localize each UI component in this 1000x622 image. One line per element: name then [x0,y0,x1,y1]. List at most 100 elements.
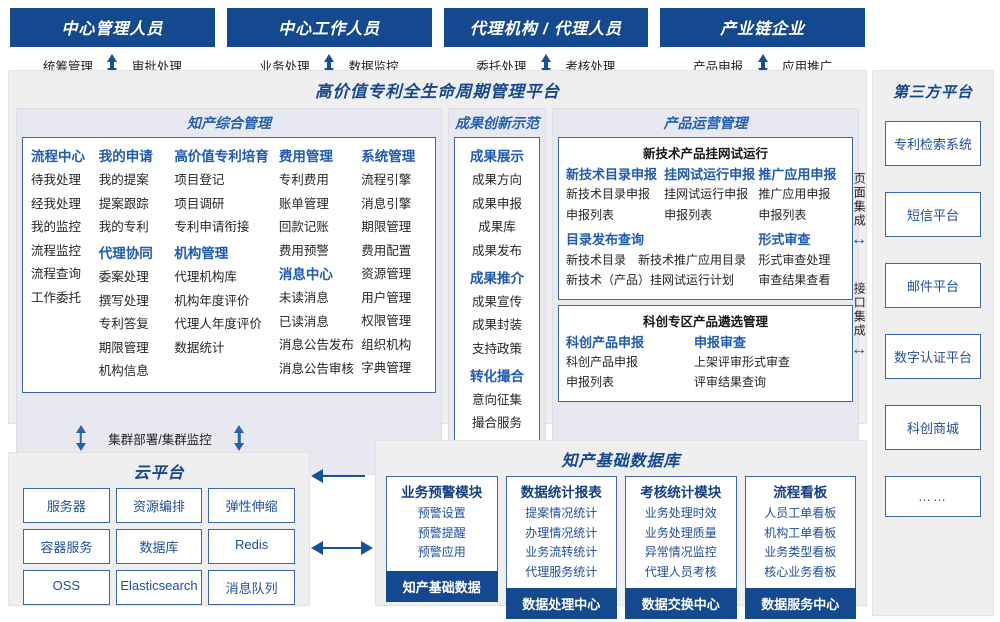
menu-item[interactable]: 提案情况统计 [525,506,598,520]
menu-item[interactable]: 经我处理 [31,196,82,211]
menu-item[interactable]: 机构信息 [98,364,149,378]
menu-item[interactable]: 资源管理 [361,267,412,281]
menu-item[interactable]: 组织机构 [361,337,412,352]
menu-item[interactable]: 预警设置 [417,506,466,520]
kdb-footer-base-data[interactable]: 知产基础数据 [386,571,498,602]
menu-item[interactable]: 业务处理质量 [644,525,717,540]
menu-item[interactable]: 评审结果查询 [694,375,767,390]
menu-item[interactable]: 我的提案 [98,173,149,187]
menu-item[interactable]: 工作委托 [31,290,82,305]
kdb-footer-service-center[interactable]: 数据服务中心 [744,588,856,619]
menu-item[interactable]: 意向征集 [471,392,522,407]
cloud-cell-orchestration[interactable]: 资源编排 [115,488,203,523]
cloud-cell-autoscaling[interactable]: 弹性伸缩 [208,488,295,523]
menu-item[interactable]: 代理服务统计 [525,564,598,579]
menu-item[interactable]: 成果发布 [471,243,522,258]
menu-item[interactable]: 我的监控 [31,220,82,234]
menu-item[interactable]: 账单管理 [278,196,329,211]
menu-item[interactable]: 异常情况监控 [644,545,717,559]
menu-item[interactable]: 费用配置 [361,243,412,258]
menu-item[interactable]: 推广应用申报 [758,187,831,202]
menu-item[interactable]: 消息公告审核 [278,361,354,376]
menu-item[interactable]: 待我处理 [31,173,82,187]
menu-item[interactable]: 核心业务看板 [764,564,837,579]
menu-item[interactable]: 预警提醒 [417,525,466,540]
menu-item[interactable]: 专利申请衔接 [174,220,250,234]
third-party-item-email[interactable]: 邮件平台 [885,263,981,308]
menu-item[interactable]: 专利费用 [278,173,329,187]
menu-item[interactable]: 委案处理 [98,270,149,284]
menu-item[interactable]: 代理人员考核 [644,564,717,579]
menu-item[interactable]: 消息引擎 [361,196,412,211]
menu-item[interactable]: 支持政策 [471,341,522,356]
cloud-cell-oss[interactable]: OSS [23,570,110,605]
menu-item[interactable]: 流程查询 [31,267,82,281]
menu-item[interactable]: 申报列表 [664,207,713,222]
menu-item[interactable]: 上架评审形式审查 [694,354,791,369]
menu-item[interactable]: 机构年度评价 [174,293,250,308]
third-party-item-digital-cert[interactable]: 数字认证平台 [885,334,981,379]
menu-item[interactable]: 新技术推广应用目录 [638,252,747,267]
menu-item[interactable]: 预警应用 [417,545,466,559]
menu-item[interactable]: 未读消息 [278,291,329,305]
menu-item[interactable]: 字典管理 [361,361,412,375]
menu-item[interactable]: 成果申报 [471,196,522,211]
cloud-cell-elasticsearch[interactable]: Elasticsearch [115,570,203,605]
section-title: 产品运营管理 [663,115,748,131]
third-party-item-sci-mall[interactable]: 科创商城 [885,405,981,450]
menu-item[interactable]: 代理机构库 [174,270,237,284]
menu-item[interactable]: 期限管理 [361,220,412,234]
kdb-footer-processing-center[interactable]: 数据处理中心 [505,588,617,619]
menu-item[interactable]: 项目登记 [174,173,225,187]
menu-item[interactable]: 业务流转统计 [525,545,598,559]
menu-item[interactable]: 撰写处理 [98,293,149,308]
third-party-item-sms[interactable]: 短信平台 [885,192,981,237]
kp-column-3: 高价值专利培育 项目登记 项目调研 专利申请衔接 机构管理 代理机构库 机构年度… [174,145,279,384]
cloud-cell-container[interactable]: 容器服务 [23,529,110,564]
menu-item[interactable]: 申报列表 [566,375,615,390]
group-head: 科创产品申报 [566,334,645,350]
menu-item[interactable]: 人员工单看板 [764,506,837,520]
menu-item[interactable]: 提案跟踪 [98,196,149,211]
menu-item[interactable]: 消息公告发布 [278,338,354,352]
menu-item[interactable]: 我的专利 [98,220,149,234]
menu-item[interactable]: 项目调研 [174,196,225,211]
menu-item[interactable]: 代理人年度评价 [174,317,262,331]
menu-item[interactable]: 机构工单看板 [764,525,837,540]
menu-item[interactable]: 新技术目录 [566,252,627,267]
third-party-item-patent-search[interactable]: 专利检索系统 [885,121,981,166]
menu-item[interactable]: 业务类型看板 [764,545,837,559]
menu-item[interactable]: 新技术（产品）挂网试运行计划 [566,273,735,288]
cloud-cell-message-queue[interactable]: 消息队列 [208,570,295,605]
menu-item[interactable]: 成果库 [478,220,516,234]
menu-item[interactable]: 形式审查处理 [758,252,831,267]
menu-item[interactable]: 申报列表 [566,207,615,222]
menu-item[interactable]: 期限管理 [98,340,149,355]
menu-item[interactable]: 成果封装 [471,318,522,332]
kdb-footer-exchange-center[interactable]: 数据交换中心 [625,588,737,619]
menu-item[interactable]: 办理情况统计 [525,525,598,540]
menu-item[interactable]: 流程监控 [31,243,82,258]
third-party-item-more[interactable]: …… [885,476,981,517]
menu-item[interactable]: 用户管理 [361,290,412,305]
menu-item[interactable]: 申报列表 [758,207,807,222]
menu-item[interactable]: 回款记账 [278,220,329,234]
menu-item[interactable]: 权限管理 [361,314,412,328]
menu-item[interactable]: 成果方向 [471,173,522,187]
menu-item[interactable]: 业务处理时效 [644,506,717,520]
menu-item[interactable]: 审查结果查看 [758,273,831,288]
menu-item[interactable]: 科创产品申报 [566,354,639,369]
menu-item[interactable]: 新技术目录申报 [566,187,651,202]
menu-item[interactable]: 数据统计 [174,340,225,355]
menu-item[interactable]: 费用预警 [278,243,329,258]
menu-item[interactable]: 专利答复 [98,317,149,331]
menu-item[interactable]: 流程引擎 [361,173,412,187]
cloud-cell-redis[interactable]: Redis [208,529,295,564]
menu-item[interactable]: 已读消息 [278,314,329,329]
menu-item[interactable]: 撮合服务 [471,416,522,430]
menu-item[interactable]: 挂网试运行申报 [664,187,749,202]
cloud-cell-server[interactable]: 服务器 [23,488,110,523]
menu-item[interactable]: 成果宣传 [471,294,522,309]
cloud-cell-database[interactable]: 数据库 [115,529,203,564]
cluster-link-label: 集群部署/集群监控 [108,432,212,447]
